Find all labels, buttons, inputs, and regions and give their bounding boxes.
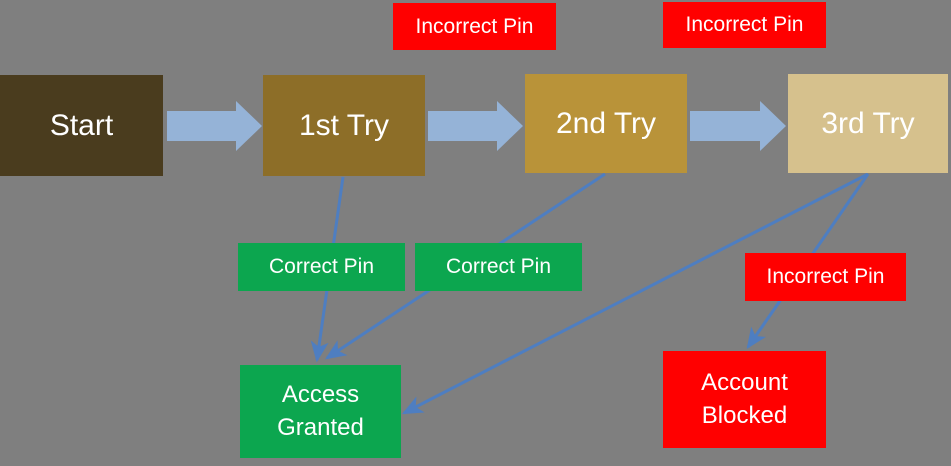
- block-arrow-try2-to-try3: [690, 101, 786, 151]
- edge-label-incorrect-pin-2: Incorrect Pin: [663, 2, 826, 48]
- node-account-blocked: Account Blocked: [663, 351, 826, 448]
- node-account-blocked-label: Account Blocked: [701, 369, 788, 429]
- block-arrow-start-to-try1: [167, 101, 262, 151]
- node-second-try: 2nd Try: [525, 74, 687, 173]
- edge-label-correct-pin-2-text: Correct Pin: [445, 255, 552, 278]
- edge-label-correct-pin-1-text: Correct Pin: [268, 255, 375, 278]
- edge-label-incorrect-pin-3-text: Incorrect Pin: [766, 265, 885, 288]
- arrow-try3-to-access-granted: [401, 172, 869, 415]
- node-access-granted-label: Access Granted: [277, 381, 364, 441]
- block-arrow-try1-to-try2: [428, 101, 523, 151]
- edge-label-incorrect-pin-2-text: Incorrect Pin: [685, 13, 804, 36]
- node-second-try-label: 2nd Try: [555, 106, 657, 140]
- edge-label-correct-pin-1: Correct Pin: [238, 243, 405, 291]
- node-start: Start: [0, 75, 163, 176]
- node-start-label: Start: [49, 108, 114, 142]
- node-access-granted: Access Granted: [240, 365, 401, 458]
- node-third-try: 3rd Try: [788, 74, 948, 173]
- node-first-try: 1st Try: [263, 75, 425, 176]
- edge-label-incorrect-pin-1: Incorrect Pin: [393, 3, 556, 50]
- node-first-try-label: 1st Try: [298, 108, 389, 142]
- node-third-try-label: 3rd Try: [821, 106, 915, 140]
- edge-label-correct-pin-2: Correct Pin: [415, 243, 582, 291]
- edge-label-incorrect-pin-1-text: Incorrect Pin: [415, 14, 534, 38]
- edge-label-incorrect-pin-3: Incorrect Pin: [745, 253, 906, 301]
